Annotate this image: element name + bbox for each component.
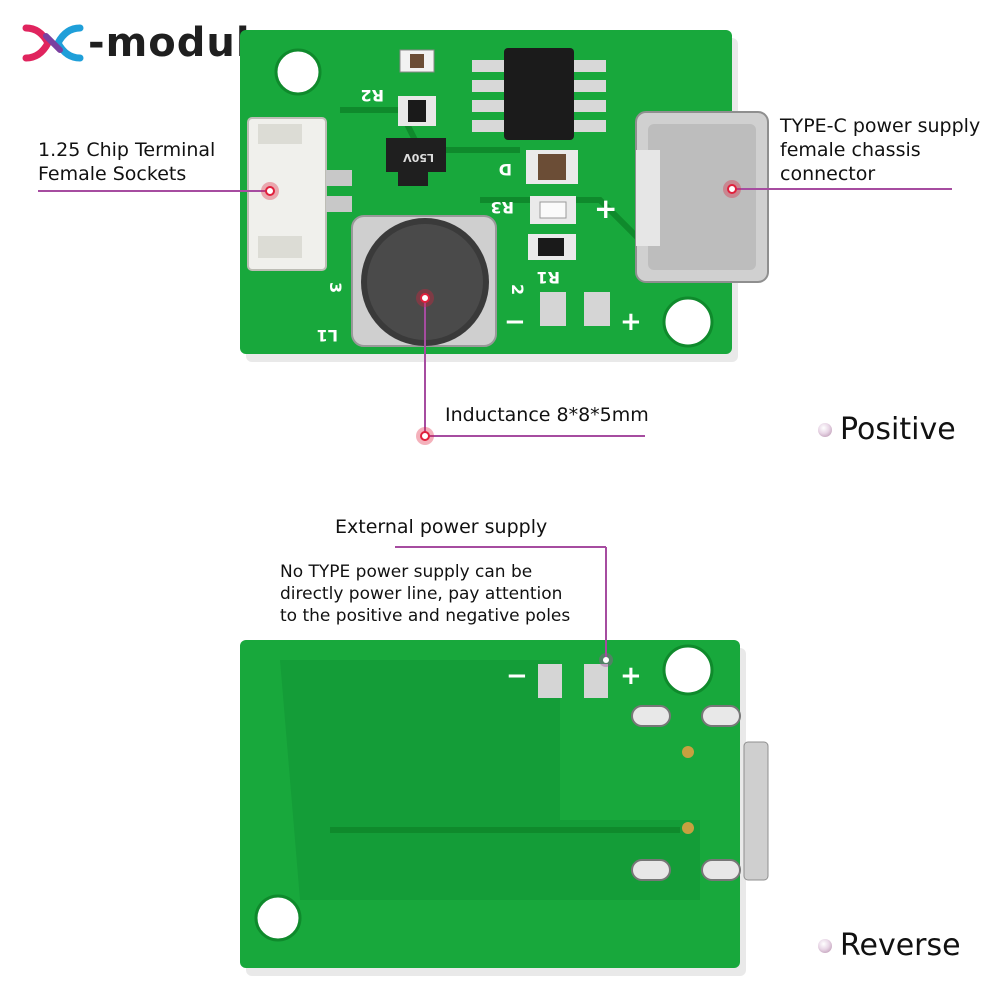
inductor <box>351 215 497 347</box>
silk-r2: R2 <box>361 86 384 105</box>
back-view-label: Reverse <box>818 928 961 963</box>
silk-diode: L50V <box>403 151 434 164</box>
typec-connector <box>635 111 769 283</box>
silk-pin3: 3 <box>326 282 345 293</box>
external-power-note: No TYPE power supply can be directly pow… <box>280 562 571 626</box>
front-view-text: Positive <box>840 412 956 447</box>
silk-r1: R1 <box>537 268 560 287</box>
silk-minus-front: − <box>504 307 526 337</box>
front-hole-bottom <box>662 296 714 348</box>
silk-plus-top: + <box>594 192 617 225</box>
back-hole-top <box>662 644 714 696</box>
back-pad-minus <box>538 664 562 698</box>
silk-r3: R3 <box>491 198 514 217</box>
silk-plus-front: + <box>620 307 642 337</box>
socket-label: 1.25 Chip Terminal Female Sockets <box>38 139 216 185</box>
callout-lines <box>38 188 952 660</box>
silk-plus-back: + <box>620 661 642 691</box>
diode <box>386 138 446 172</box>
back-hole-bottom <box>254 894 302 942</box>
brand-x-icon <box>22 24 84 62</box>
front-view-label: Positive <box>818 412 956 447</box>
bullet-icon <box>818 422 832 437</box>
callout-markers <box>261 180 741 667</box>
bullet-icon <box>818 938 832 953</box>
silk-l1: L1 <box>317 326 338 345</box>
jst-socket <box>247 117 352 271</box>
typec-label: TYPE-C power supply female chassis conne… <box>780 115 981 185</box>
silk-minus-back: − <box>506 661 528 691</box>
back-pad-plus <box>584 664 608 698</box>
inductor-label: Inductance 8*8*5mm <box>445 404 649 426</box>
front-hole-top <box>274 48 322 96</box>
front-pad-minus <box>540 292 566 326</box>
front-pad-plus <box>584 292 610 326</box>
back-typec-edge <box>743 741 769 881</box>
external-power-title: External power supply <box>335 516 548 538</box>
back-view-text: Reverse <box>840 928 961 963</box>
silk-d: D <box>499 160 512 179</box>
ic-chip <box>472 48 606 140</box>
silk-pin2: 2 <box>508 284 527 295</box>
